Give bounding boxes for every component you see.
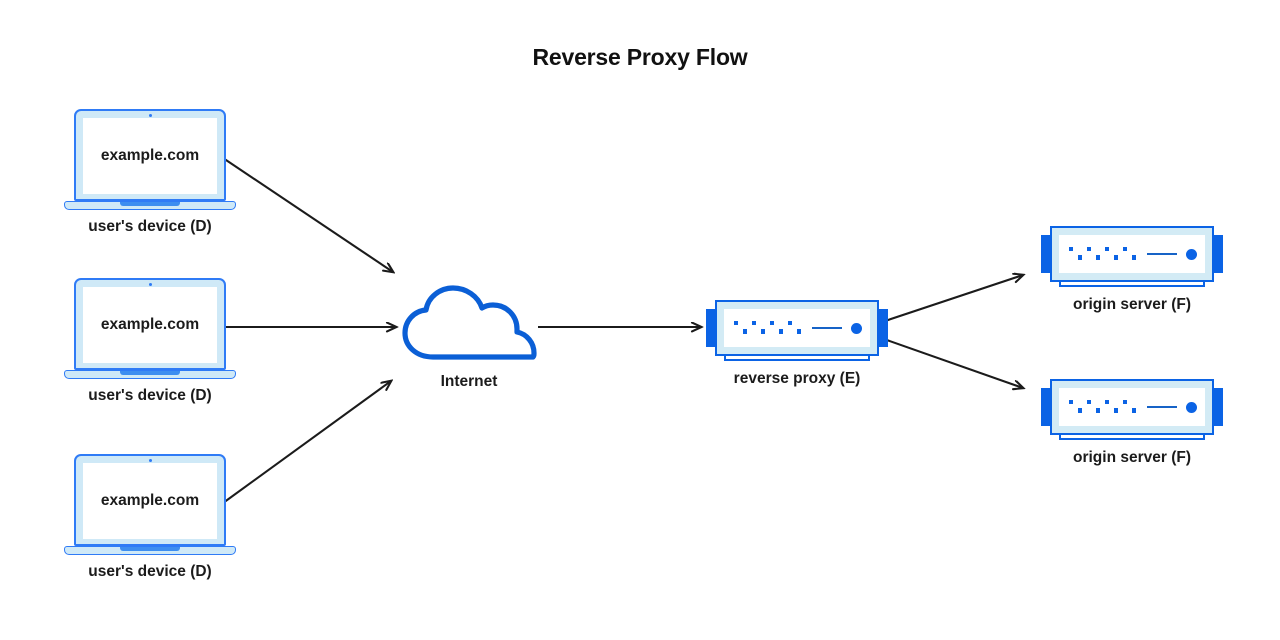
server-chassis: [1041, 226, 1223, 288]
arrow-reverse-proxy-to-origin1: [878, 275, 1023, 324]
node-user-device-3[interactable]: example.com user's device (D): [64, 454, 236, 581]
server-chassis: [1041, 379, 1223, 441]
node-label-reverse-proxy: reverse proxy (E): [733, 370, 861, 387]
laptop-trackpad-notch: [120, 371, 180, 375]
server-mount-tab-right: [876, 309, 888, 347]
server-front-panel: [1059, 388, 1205, 426]
laptop-base: [64, 546, 236, 555]
arrow-reverse-proxy-to-origin2: [880, 337, 1023, 388]
webcam-icon: [148, 458, 152, 462]
laptop-lid: example.com: [74, 109, 226, 201]
node-label-origin-server-2: origin server (F): [1073, 449, 1191, 466]
browser-url-text: example.com: [100, 316, 200, 333]
browser-url-text: example.com: [100, 492, 200, 509]
cloud-icon: [402, 285, 537, 360]
server-front-panel: [724, 309, 870, 347]
laptop-screen: example.com: [83, 463, 217, 539]
server-status-line-icon: [1147, 406, 1177, 408]
node-label-internet: Internet: [440, 373, 498, 390]
server-status-line-icon: [1147, 253, 1177, 255]
server-led-icon: [851, 322, 862, 334]
laptop-lid: example.com: [74, 454, 226, 546]
laptop-trackpad-notch: [120, 547, 180, 551]
laptop-base: [64, 201, 236, 210]
server-vent-dots-icon: [734, 320, 803, 336]
server-case: [715, 300, 879, 356]
arrow-device3-to-internet: [222, 381, 391, 504]
server-status-line-icon: [812, 327, 842, 329]
page-title: Reverse Proxy Flow: [532, 44, 748, 70]
laptop-screen: example.com: [83, 287, 217, 363]
server-vent-dots-icon: [1069, 399, 1138, 415]
server-case: [1050, 226, 1214, 282]
laptop-lid: example.com: [74, 278, 226, 370]
node-label-user-device-2: user's device (D): [88, 387, 212, 404]
node-origin-server-2[interactable]: origin server (F): [1041, 379, 1223, 467]
server-mount-tab-right: [1211, 388, 1223, 426]
server-case: [1050, 379, 1214, 435]
server-mount-tab-right: [1211, 235, 1223, 273]
node-internet[interactable]: Internet: [394, 285, 544, 391]
laptop-screen: example.com: [83, 118, 217, 194]
node-user-device-2[interactable]: example.com user's device (D): [64, 278, 236, 405]
server-led-icon: [1186, 401, 1197, 413]
laptop-trackpad-notch: [120, 202, 180, 206]
node-label-user-device-3: user's device (D): [88, 563, 212, 580]
laptop-base: [64, 370, 236, 379]
node-label-user-device-1: user's device (D): [88, 218, 212, 235]
node-label-origin-server-1: origin server (F): [1073, 296, 1191, 313]
webcam-icon: [148, 113, 152, 117]
server-front-panel: [1059, 235, 1205, 273]
browser-url-text: example.com: [100, 147, 200, 164]
server-led-icon: [1186, 248, 1197, 260]
server-chassis: [706, 300, 888, 362]
server-vent-dots-icon: [1069, 246, 1138, 262]
arrow-device1-to-internet: [222, 157, 393, 272]
node-user-device-1[interactable]: example.com user's device (D): [64, 109, 236, 236]
webcam-icon: [148, 282, 152, 286]
node-reverse-proxy[interactable]: reverse proxy (E): [706, 300, 888, 388]
node-origin-server-1[interactable]: origin server (F): [1041, 226, 1223, 314]
